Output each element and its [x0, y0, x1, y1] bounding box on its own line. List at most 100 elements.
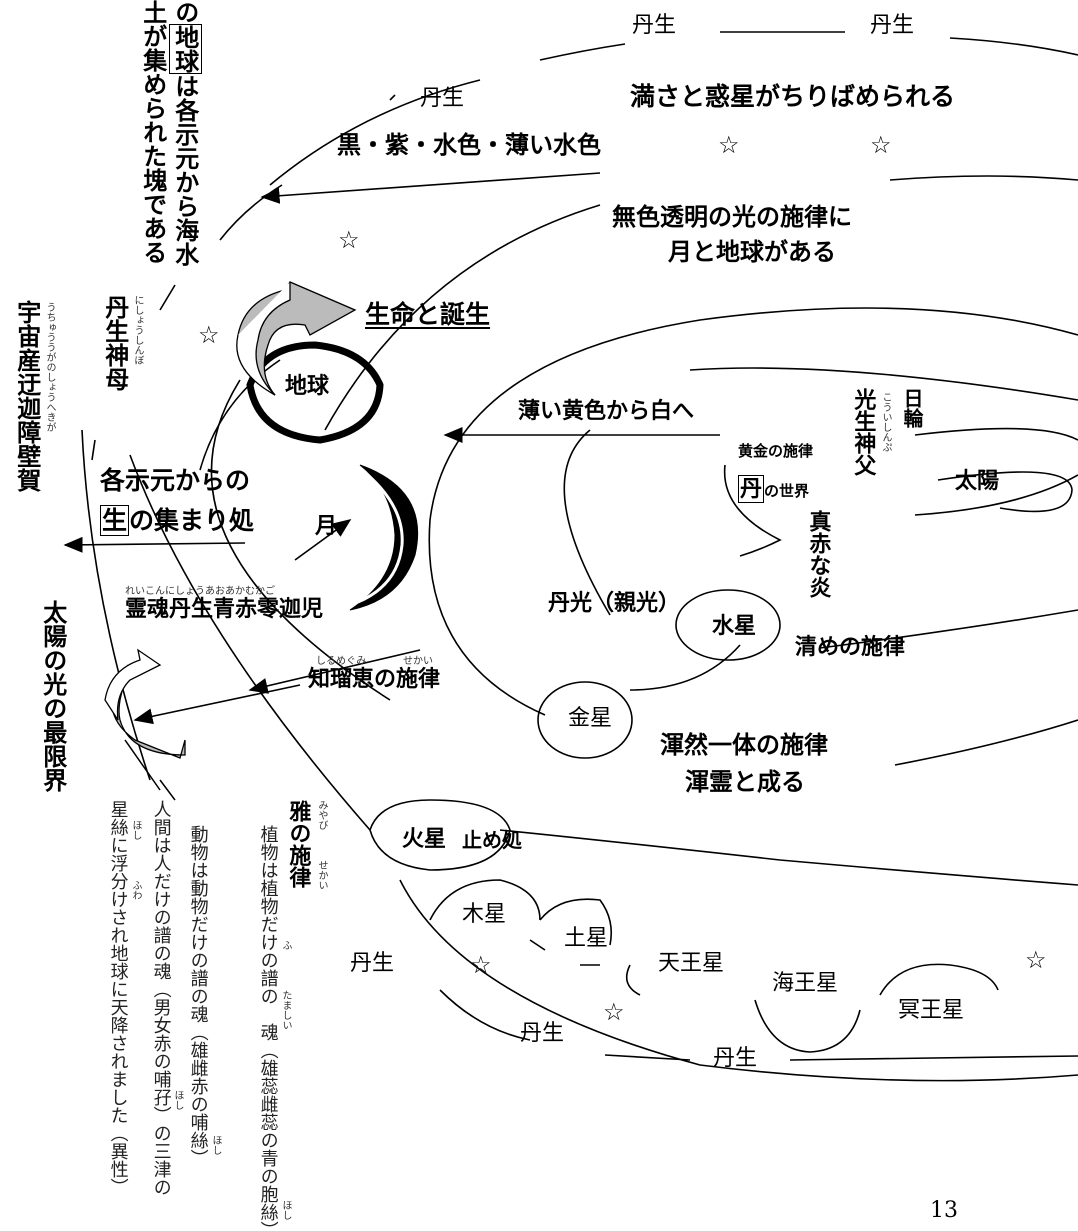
arrow-kakuji: [63, 536, 246, 553]
col-plants-ruby: たましい: [280, 990, 291, 1030]
kakuji-line2: 生の集まり処: [100, 505, 255, 536]
usui-kiiro-label: 薄い黄色から白へ: [518, 398, 695, 424]
tick-left: [159, 284, 176, 311]
orbit-inner-c: [914, 474, 1078, 516]
star-icon: ☆: [718, 131, 740, 159]
orbit-venus: [428, 307, 1078, 716]
miyabi-label: 雅の施律: [285, 800, 312, 888]
nichirin: 日輪: [900, 388, 924, 428]
tomedokoro-label: 止め処: [462, 828, 522, 852]
star-icon: ☆: [603, 998, 625, 1026]
arrow-chirumegumi-2: [133, 684, 301, 725]
mars-ellipse: [369, 799, 511, 871]
mercury-label: 水星: [712, 613, 757, 639]
star-icon: ☆: [198, 321, 220, 349]
orbit-left-big-b: [81, 429, 151, 781]
neptune-arc: [754, 999, 861, 1053]
top-col2: 土が集められた塊である: [138, 0, 168, 264]
nisei-top-right: 丹生: [870, 13, 915, 38]
miyabi-sekai-ruby: せかい: [316, 860, 327, 890]
star-icon: ☆: [870, 131, 892, 159]
uranus-arc: [625, 964, 641, 996]
orbit-venus-b: [894, 719, 1078, 766]
uchu-ruby: うちゅううがのしょうへきが: [44, 302, 55, 432]
col-humans-ruby: ほし: [172, 1090, 183, 1110]
crescent-moon: [349, 464, 419, 611]
mercury-ellipse: [675, 589, 781, 661]
uranus-label: 天王星: [658, 951, 725, 976]
col-humans: 人間は人だけの譜の魂（男女赤の哺孖）の三津の: [150, 800, 172, 1196]
venus-label: 金星: [568, 706, 613, 731]
neptune-label: 海王星: [772, 971, 839, 996]
mitasa-label: 満さと惑星がちりばめられる: [630, 82, 956, 111]
saturn-arc: [539, 898, 613, 946]
star-icon: ☆: [1025, 946, 1047, 974]
pluto-label: 冥王星: [898, 998, 965, 1023]
nisei-bottom-right: 丹生: [713, 1046, 758, 1071]
col-animals-ruby: ほし: [210, 1135, 221, 1155]
col-plants-ruby: ふ: [280, 940, 291, 950]
saturn-label: 土星: [564, 926, 609, 951]
nisei-top-left: 丹生: [632, 13, 677, 38]
ni-world: 丹の世界: [738, 475, 810, 503]
orbit-main: [199, 359, 281, 471]
hikari-shinpu: 光生神父: [850, 388, 877, 476]
mushoku-line1: 無色透明の光の施律に: [612, 202, 852, 231]
orbit-outer-bottom-b: [439, 989, 531, 1041]
nisei-bottom-mid: 丹生: [520, 1021, 565, 1046]
hikari-shinpu-ruby: こういしんぷ: [880, 392, 891, 452]
star-icon: ☆: [470, 951, 492, 979]
chirumegumi-ruby: しるめぐみ: [316, 656, 367, 667]
orbit-second-b: [324, 204, 601, 431]
colors-label: 黒・紫・水色・薄い水色: [337, 130, 601, 159]
nisei-connector-bottom: [604, 1054, 691, 1061]
curved-arrow-lower: [111, 664, 186, 759]
curved-arrow-earth-white: [236, 282, 291, 396]
earth-label: 地球: [285, 373, 330, 399]
jupiter-label: 木星: [462, 902, 507, 927]
nisei-connector-bottom-2: [789, 1055, 1078, 1061]
tick: [389, 94, 396, 101]
kakuji-line1: 各示元からの: [100, 466, 251, 495]
jupiter-arc: [429, 879, 541, 921]
orbit-mercury: [689, 367, 1078, 401]
page-number: 13: [930, 1198, 958, 1223]
orbit-outer-b: [539, 43, 626, 61]
uchu-title: 宇宙産迂迦障壁賀: [12, 300, 42, 492]
orbit-gold: [723, 464, 782, 557]
sei-char: 生: [100, 505, 130, 536]
orbit-inner-b: [914, 427, 1078, 441]
seimei-label: 生命と誕生: [365, 300, 491, 329]
kiyome-label: 清めの施律: [795, 634, 906, 660]
top-col1: の地球は各示元から海水: [168, 0, 202, 266]
chirumegumi-label: 知瑠恵の施律: [308, 666, 441, 692]
reikon-ruby: れいこんにしょうあおあかむかご: [125, 586, 275, 597]
orbit-second-c: [889, 175, 1078, 181]
makkana-label: 真赤な炎: [805, 510, 832, 598]
orbit-inner: [563, 429, 611, 616]
orbit-outer: [269, 79, 481, 186]
konzen-line2: 渾霊と成る: [685, 767, 805, 796]
orbit-outer-bottom: [399, 879, 1078, 1082]
ni-char: 丹: [738, 475, 765, 503]
sekai-ruby: せかい: [403, 656, 433, 667]
arrow-colors: [260, 172, 601, 204]
sun-label: 太陽: [955, 468, 1000, 494]
arrow-moon: [294, 519, 352, 561]
orbit-venus-inner: [629, 644, 741, 691]
nisei-shinbo: 丹生神母: [100, 295, 130, 391]
tick-left-2: [91, 439, 96, 461]
nisei-bottom-left: 丹生: [350, 951, 395, 976]
no-sekai: の世界: [764, 482, 810, 500]
col-descended-ruby: ふわ: [130, 880, 141, 900]
konzen-line1: 渾然一体の施律: [660, 730, 828, 759]
col-descended: 星絲に浮分けされ地球に天降されました（異性）: [107, 800, 129, 1196]
venus-ellipse: [537, 681, 633, 759]
mushoku-line2: 月と地球がある: [668, 237, 836, 266]
orbit-mars: [499, 829, 1078, 886]
col-plants-ruby: ほし: [280, 1200, 291, 1220]
kogane-label: 黄金の施律: [738, 442, 814, 460]
mars-label: 火星: [402, 826, 447, 852]
orbit-second: [219, 184, 283, 241]
